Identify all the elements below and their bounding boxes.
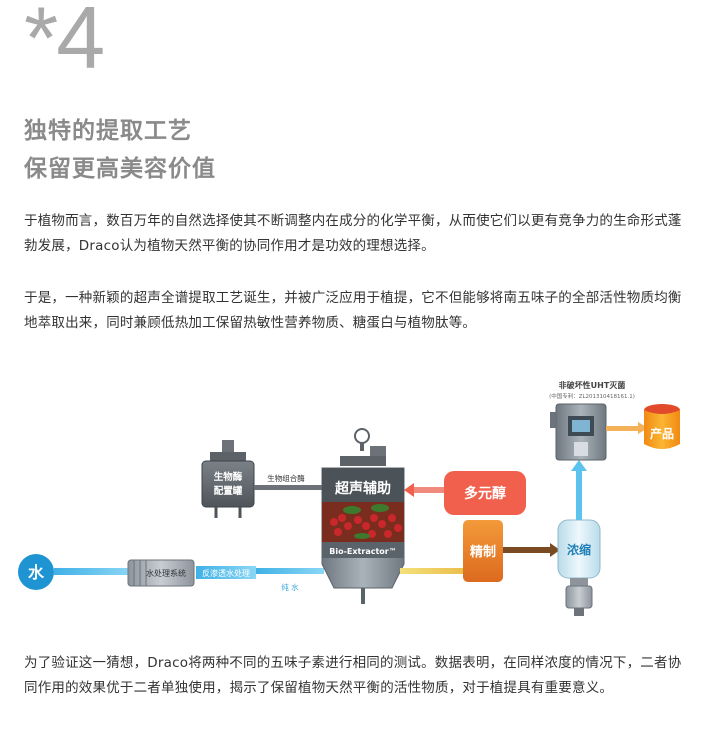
concentrate-pump — [565, 585, 593, 609]
enzyme-tank-label-2: 配置罐 — [214, 485, 243, 497]
water-circle — [18, 554, 54, 590]
paragraph-3: 为了验证这一猜想，Draco将两种不同的五味子素进行相同的测试。数据表明，在同样… — [24, 655, 682, 696]
refine-box — [463, 520, 503, 582]
section-number: *4 — [24, 0, 105, 87]
ro-process-label: 反渗透水处理 — [202, 568, 250, 578]
process-diagram: 水 水处理系统 反渗透水处理 纯 水 生物酶 配置罐 生物组合酶 — [18, 380, 680, 616]
ultrasonic-label: 超声辅助 — [334, 480, 391, 497]
bio-combo-enzyme-label: 生物组合酶 — [267, 473, 305, 483]
polyol-label: 多元醇 — [464, 485, 506, 502]
gauge-icon — [354, 428, 370, 444]
paragraph-1: 于植物而言，数百万年的自然选择使其不断调整内在成分的化学平衡，从而使它们以更有竞… — [24, 213, 682, 254]
extractor-machine — [321, 428, 405, 604]
water-system-unit — [127, 559, 195, 587]
enzyme-pipe — [254, 485, 322, 490]
water-pipe — [54, 568, 130, 575]
enzyme-tank-motor — [222, 440, 234, 452]
pure-water-pipe — [256, 568, 324, 574]
polyol-box — [444, 471, 526, 515]
ro-process-bar — [196, 566, 256, 579]
paragraph-2: 于是，一种新颖的超声全谱提取工艺诞生，并被广泛应用于植提，它不但能够将南五味子的… — [24, 290, 682, 331]
uht-arrow-icon — [571, 460, 587, 471]
product-pipe — [606, 426, 640, 431]
heading-line-2: 保留更高美容价值 — [24, 156, 216, 182]
water-label: 水 — [28, 563, 45, 582]
uht-up-pipe — [576, 468, 582, 520]
output-pipe — [400, 568, 480, 574]
extractor-label: Bio-Extractor™ — [329, 547, 396, 556]
enzyme-tank-label-1: 生物酶 — [214, 471, 243, 483]
product-arrow-icon — [638, 422, 648, 434]
enzyme-tank-top — [210, 452, 246, 462]
product-container — [644, 410, 680, 449]
heading-line-1: 独特的提取工艺 — [24, 118, 192, 144]
concentrate-label: 浓缩 — [567, 542, 591, 557]
enzyme-tank-body — [201, 460, 255, 508]
refine-pipe — [503, 547, 553, 553]
pure-water-label: 纯 水 — [281, 582, 299, 592]
polyol-arrow-icon — [404, 483, 414, 497]
water-system-label: 水处理系统 — [146, 568, 186, 578]
product-label: 产品 — [650, 426, 674, 441]
uht-title: 非破坏性UHT灭菌 — [559, 380, 626, 390]
refine-arrow-icon — [550, 543, 560, 557]
uht-patent: (中国专利：ZL201310418161.1) — [549, 392, 635, 400]
refine-label: 精制 — [470, 544, 496, 560]
